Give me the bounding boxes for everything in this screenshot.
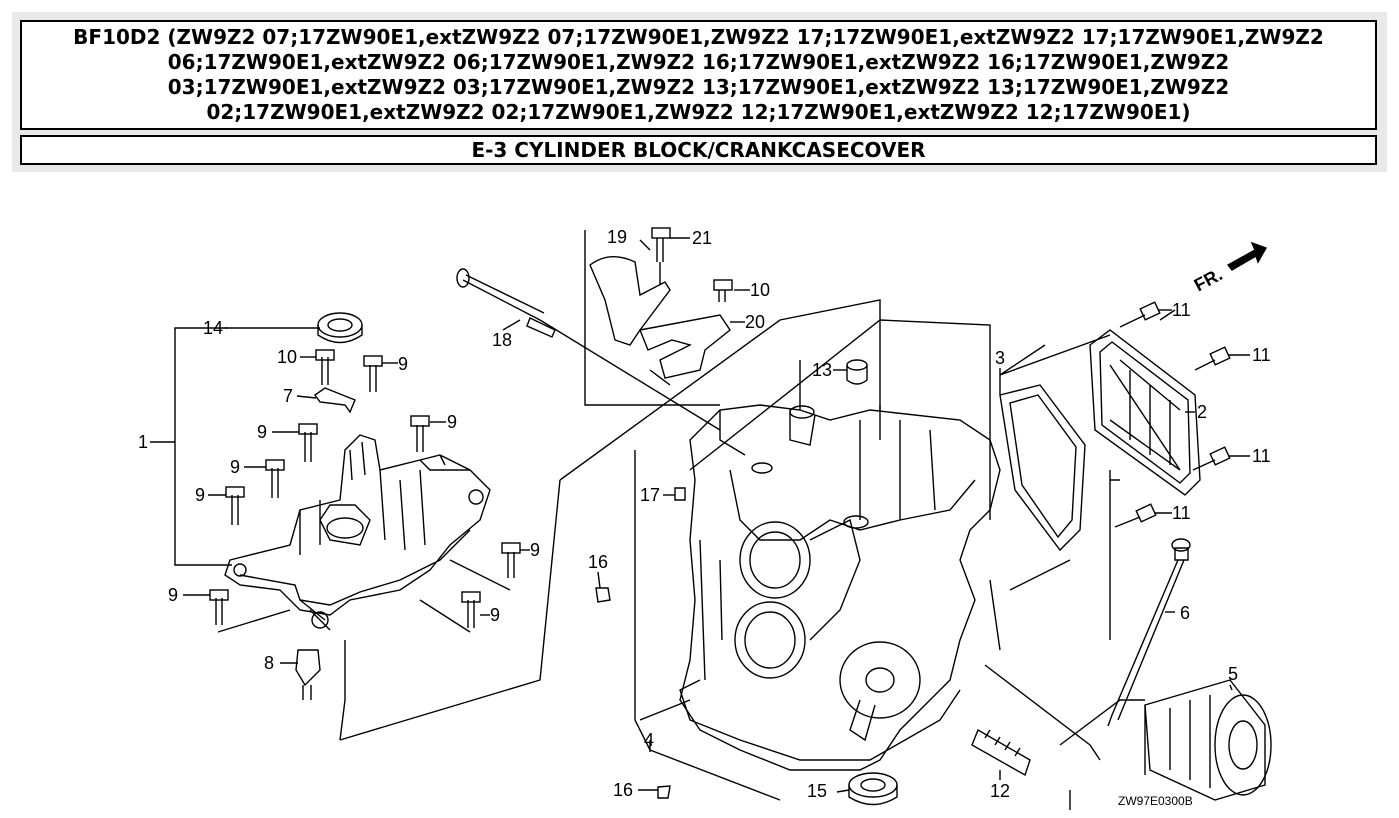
crankcase-cover-drawing — [174, 312, 521, 741]
callout-9c: 9 — [447, 412, 457, 432]
callout-20: 20 — [745, 312, 765, 332]
callout-15: 15 — [807, 781, 827, 801]
callout-3: 3 — [995, 348, 1005, 368]
callout-17: 17 — [640, 485, 660, 505]
callout-9d: 9 — [230, 457, 240, 477]
callout-9e: 9 — [195, 485, 205, 505]
callout-4: 4 — [644, 730, 654, 750]
model-title: BF10D2 (ZW9Z2 07;17ZW90E1,extZW9Z2 07;17… — [20, 20, 1377, 130]
callout-16a: 16 — [588, 552, 608, 572]
callout-11d: 11 — [1172, 503, 1191, 523]
callout-13: 13 — [812, 360, 832, 380]
callout-9f: 9 — [168, 585, 178, 605]
callout-18: 18 — [492, 330, 512, 350]
callout-21: 21 — [692, 228, 712, 248]
callout-11c: 11 — [1252, 446, 1271, 466]
callout-1: 1 — [138, 432, 148, 452]
callout-9a: 9 — [398, 354, 408, 374]
callout-16b: 16 — [613, 780, 633, 800]
callout-5: 5 — [1228, 664, 1238, 684]
drawing-code: ZW97E0300B — [1118, 794, 1193, 808]
header-panel: BF10D2 (ZW9Z2 07;17ZW90E1,extZW9Z2 07;17… — [12, 12, 1387, 172]
callout-6: 6 — [1180, 603, 1190, 623]
callout-11a: 11 — [1172, 300, 1191, 320]
cylinder-block-drawing — [339, 227, 1272, 810]
leader-lines — [150, 237, 1250, 793]
parts-diagram: 1 2 3 4 5 6 7 8 9 9 9 9 9 9 9 9 10 10 11… — [138, 227, 1272, 810]
fr-direction-label: FR. — [1191, 264, 1226, 295]
callout-11b: 11 — [1252, 345, 1271, 365]
callout-labels: 1 2 3 4 5 6 7 8 9 9 9 9 9 9 9 9 10 10 11… — [138, 227, 1271, 808]
callout-12: 12 — [990, 781, 1010, 801]
callout-9h: 9 — [490, 605, 500, 625]
callout-7: 7 — [283, 386, 293, 406]
callout-10b: 10 — [750, 280, 770, 300]
section-title: E-3 CYLINDER BLOCK/CRANKCASECOVER — [20, 135, 1377, 165]
callout-8: 8 — [264, 653, 274, 673]
callout-9g: 9 — [530, 540, 540, 560]
callout-14: 14 — [203, 318, 223, 338]
callout-19: 19 — [607, 227, 627, 247]
callout-10a: 10 — [277, 347, 297, 367]
callout-9b: 9 — [257, 422, 267, 442]
callout-2: 2 — [1197, 402, 1207, 422]
